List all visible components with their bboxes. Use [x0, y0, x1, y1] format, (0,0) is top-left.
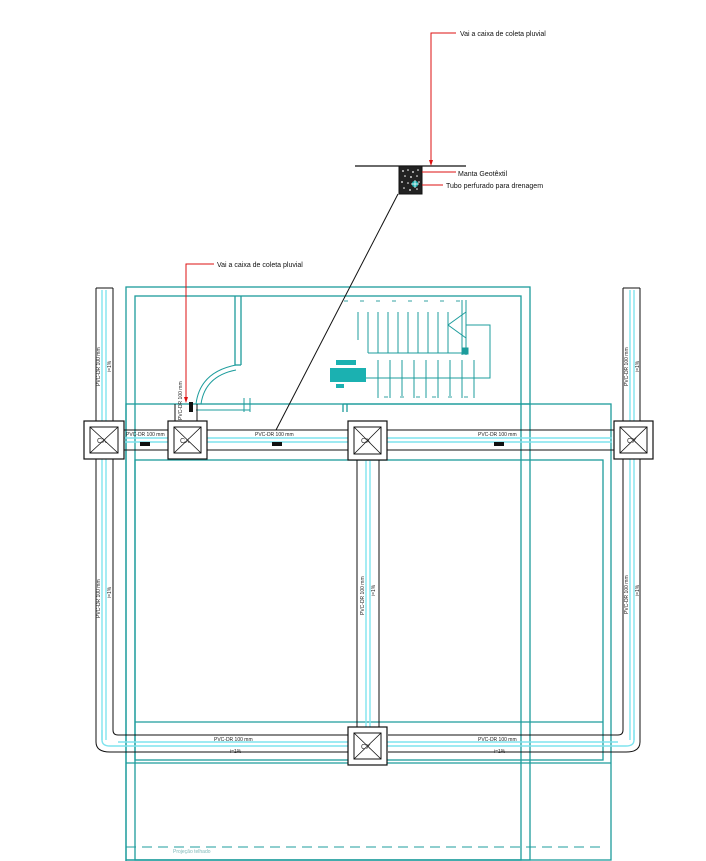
pipe-label-top-right: PVC-DR 100 mm [478, 432, 517, 438]
inspection-box-upper-left: CX [167, 420, 208, 460]
pipe-label-left-lower: PVC-DR 100 mm [96, 579, 102, 618]
detail-leader-line [275, 193, 399, 431]
slope-label-center-vertical: i=1% [371, 584, 377, 596]
inspection-box-center: CX [347, 420, 388, 461]
staircase [357, 300, 491, 398]
pipe-label-left-upper: PVC-DR 100 mm [96, 347, 102, 386]
box-label: CX [361, 438, 371, 445]
pipe-label-right-lower: PVC-DR 100 mm [624, 575, 630, 614]
pipe-label-right-upper: PVC-DR 100 mm [624, 347, 630, 386]
door-swing [195, 364, 251, 412]
pipe-markers [140, 402, 504, 446]
pipe-fittings [101, 730, 635, 747]
inspection-box-right: CX [613, 420, 654, 460]
arrow-head-top [429, 160, 433, 166]
slope-label-left-lower: i=1% [107, 586, 113, 598]
slope-label-right-lower: i=1% [635, 584, 641, 596]
note-tubo: Tubo perfurado para drenagem [446, 183, 543, 190]
trench-section-detail [355, 165, 466, 195]
note-mid: Vai a caixa de coleta pluvial [217, 262, 303, 269]
slope-label-right-upper: i=1% [635, 360, 641, 372]
room-symbol [330, 360, 366, 388]
outer-wall [125, 286, 531, 861]
red-leaders [185, 32, 456, 400]
stair-step-marks [344, 300, 468, 398]
building-outline [125, 286, 612, 861]
pipe-label-bottom-right: PVC-DR 100 mm [478, 737, 517, 743]
inner-wall [134, 295, 522, 861]
pipe-label-center-vertical: PVC-DR 100 mm [360, 576, 366, 615]
lower-outer-wall [125, 403, 612, 861]
pipe-label-top-left: PVC-DR 100 mm [126, 432, 165, 438]
slope-label-bottom-right: i=1% [494, 749, 506, 755]
pipe-runs [101, 290, 635, 747]
slope-label-left-upper: i=1% [107, 360, 113, 372]
pipe-label-top-mid: PVC-DR 100 mm [255, 432, 294, 438]
box-label: CX [361, 744, 371, 751]
box-label: CX [180, 438, 190, 445]
box-label: CX [627, 438, 637, 445]
pipe-label-bottom-left: PVC-DR 100 mm [214, 737, 253, 743]
roof-projection-label: Projeção telhado [173, 849, 211, 855]
trench-outlines [95, 287, 641, 753]
pipe-label-stub: PVC-DR 100 mm [178, 381, 184, 420]
note-top: Vai a caixa de coleta pluvial [460, 31, 546, 38]
inspection-box-bottom: CX [347, 726, 388, 766]
inspection-box-left: CX [83, 420, 125, 460]
lower-area-wall [134, 459, 604, 761]
box-label: CX [97, 438, 107, 445]
arrow-head-mid [184, 397, 188, 403]
note-manta: Manta Geotêxtil [458, 171, 507, 178]
slope-label-bottom-left: i=1% [230, 749, 242, 755]
